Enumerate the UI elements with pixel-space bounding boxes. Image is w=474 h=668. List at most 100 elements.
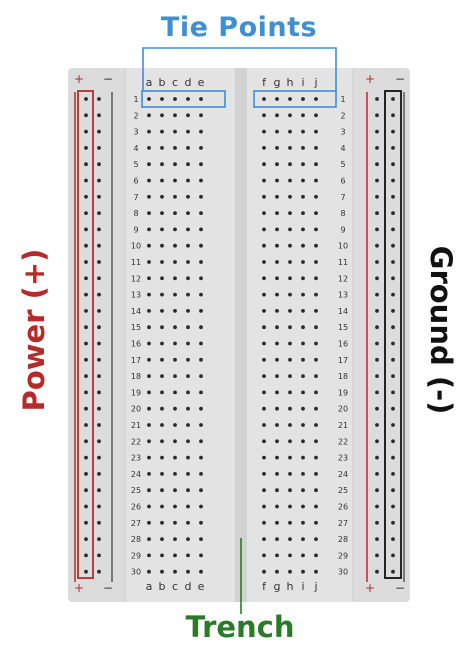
tie-point-hole	[147, 569, 151, 574]
row-number-left: 29	[131, 551, 141, 560]
tie-point-hole	[147, 260, 151, 264]
rail-hole	[391, 504, 395, 509]
rail-hole	[391, 374, 395, 378]
tie-point-hole	[186, 178, 190, 183]
tie-point-hole	[275, 146, 279, 150]
tie-point-hole	[275, 406, 279, 411]
rail-hole	[391, 390, 395, 395]
tie-point-hole	[262, 390, 266, 395]
tie-point-hole	[147, 374, 151, 378]
rail-hole	[84, 439, 88, 444]
ground-rail-label: Ground (-)	[424, 245, 458, 415]
tie-point-hole	[186, 309, 190, 313]
power-rail-highlight	[77, 90, 94, 579]
tie-point-hole	[275, 97, 279, 101]
column-letter-top: c	[172, 76, 178, 89]
tie-point-hole	[262, 211, 266, 216]
rail-hole	[97, 472, 101, 476]
tie-point-hole	[301, 178, 305, 183]
rail-hole	[84, 472, 88, 476]
tie-point-hole	[301, 569, 305, 574]
rail-hole	[84, 194, 88, 199]
tie-point-hole	[160, 178, 164, 183]
tie-point-hole	[186, 537, 190, 541]
rail-hole	[391, 472, 395, 476]
tie-point-hole	[147, 129, 151, 134]
tie-point-hole	[173, 520, 177, 525]
tie-point-hole	[160, 472, 164, 476]
tie-point-hole	[160, 97, 164, 101]
tie-point-hole	[301, 97, 305, 101]
tie-point-hole	[314, 162, 318, 167]
row-number-right: 10	[338, 242, 348, 251]
tie-point-hole	[199, 113, 203, 118]
row-number-left: 27	[131, 519, 141, 528]
tie-point-hole	[301, 488, 305, 493]
row-number-right: 7	[340, 193, 345, 202]
column-letter-top: f	[262, 76, 267, 89]
tie-point-hole	[275, 455, 279, 460]
tie-point-hole	[288, 341, 292, 346]
tie-point-hole	[288, 423, 292, 427]
row-number-right: 24	[338, 470, 348, 479]
tie-point-hole	[160, 341, 164, 346]
tie-point-hole	[160, 227, 164, 232]
tie-point-hole	[301, 276, 305, 281]
tie-point-hole	[275, 520, 279, 525]
tie-point-hole	[262, 178, 266, 183]
tie-point-hole	[301, 113, 305, 118]
tie-point-hole	[288, 211, 292, 216]
tie-point-hole	[160, 390, 164, 395]
tie-point-hole	[288, 406, 292, 411]
tie-point-hole	[160, 374, 164, 378]
tie-point-hole	[301, 455, 305, 460]
rail-hole	[375, 97, 379, 101]
rail-hole	[391, 227, 395, 232]
rail-hole	[97, 113, 101, 118]
tie-point-hole	[199, 341, 203, 346]
tie-point-hole	[173, 390, 177, 395]
row-number-right: 12	[338, 274, 348, 283]
tie-point-hole	[173, 472, 177, 476]
column-letter-bottom: j	[313, 580, 317, 593]
column-letter-bottom: b	[159, 580, 166, 593]
tie-point-hole	[314, 488, 318, 493]
tie-point-hole	[199, 325, 203, 330]
rail-hole	[375, 129, 379, 134]
tie-point-hole	[288, 146, 292, 150]
column-letter-top: e	[198, 76, 205, 89]
tie-point-hole	[186, 569, 190, 574]
rail-hole	[391, 488, 395, 493]
tie-point-hole	[173, 227, 177, 232]
tie-point-hole	[173, 357, 177, 362]
rail-hole	[97, 537, 101, 541]
row-number-left: 19	[131, 388, 141, 397]
tie-point-hole	[199, 357, 203, 362]
tie-point-hole	[199, 260, 203, 264]
tie-point-hole	[173, 178, 177, 183]
tie-point-hole	[199, 97, 203, 101]
row-number-right: 2	[340, 111, 345, 120]
tie-point-hole	[288, 472, 292, 476]
row-number-left: 22	[131, 437, 141, 446]
tie-point-hole	[288, 309, 292, 313]
rail-minus-sign-top-right: −	[395, 72, 405, 86]
row-number-right: 3	[340, 128, 345, 137]
tie-points-box-left	[141, 90, 226, 108]
tie-point-hole	[147, 357, 151, 362]
tie-point-hole	[186, 520, 190, 525]
tie-point-hole	[288, 374, 292, 378]
rail-hole	[391, 243, 395, 248]
rail-hole	[391, 406, 395, 411]
tie-point-hole	[173, 276, 177, 281]
tie-point-hole	[301, 537, 305, 541]
tie-point-hole	[199, 569, 203, 574]
row-number-left: 4	[133, 144, 138, 153]
rail-plus-sign-top-left: +	[74, 72, 84, 86]
row-number-right: 15	[338, 323, 348, 332]
row-number-right: 17	[338, 356, 348, 365]
tie-point-hole	[186, 146, 190, 150]
row-number-right: 4	[340, 144, 345, 153]
tie-point-hole	[160, 146, 164, 150]
tie-point-hole	[262, 113, 266, 118]
